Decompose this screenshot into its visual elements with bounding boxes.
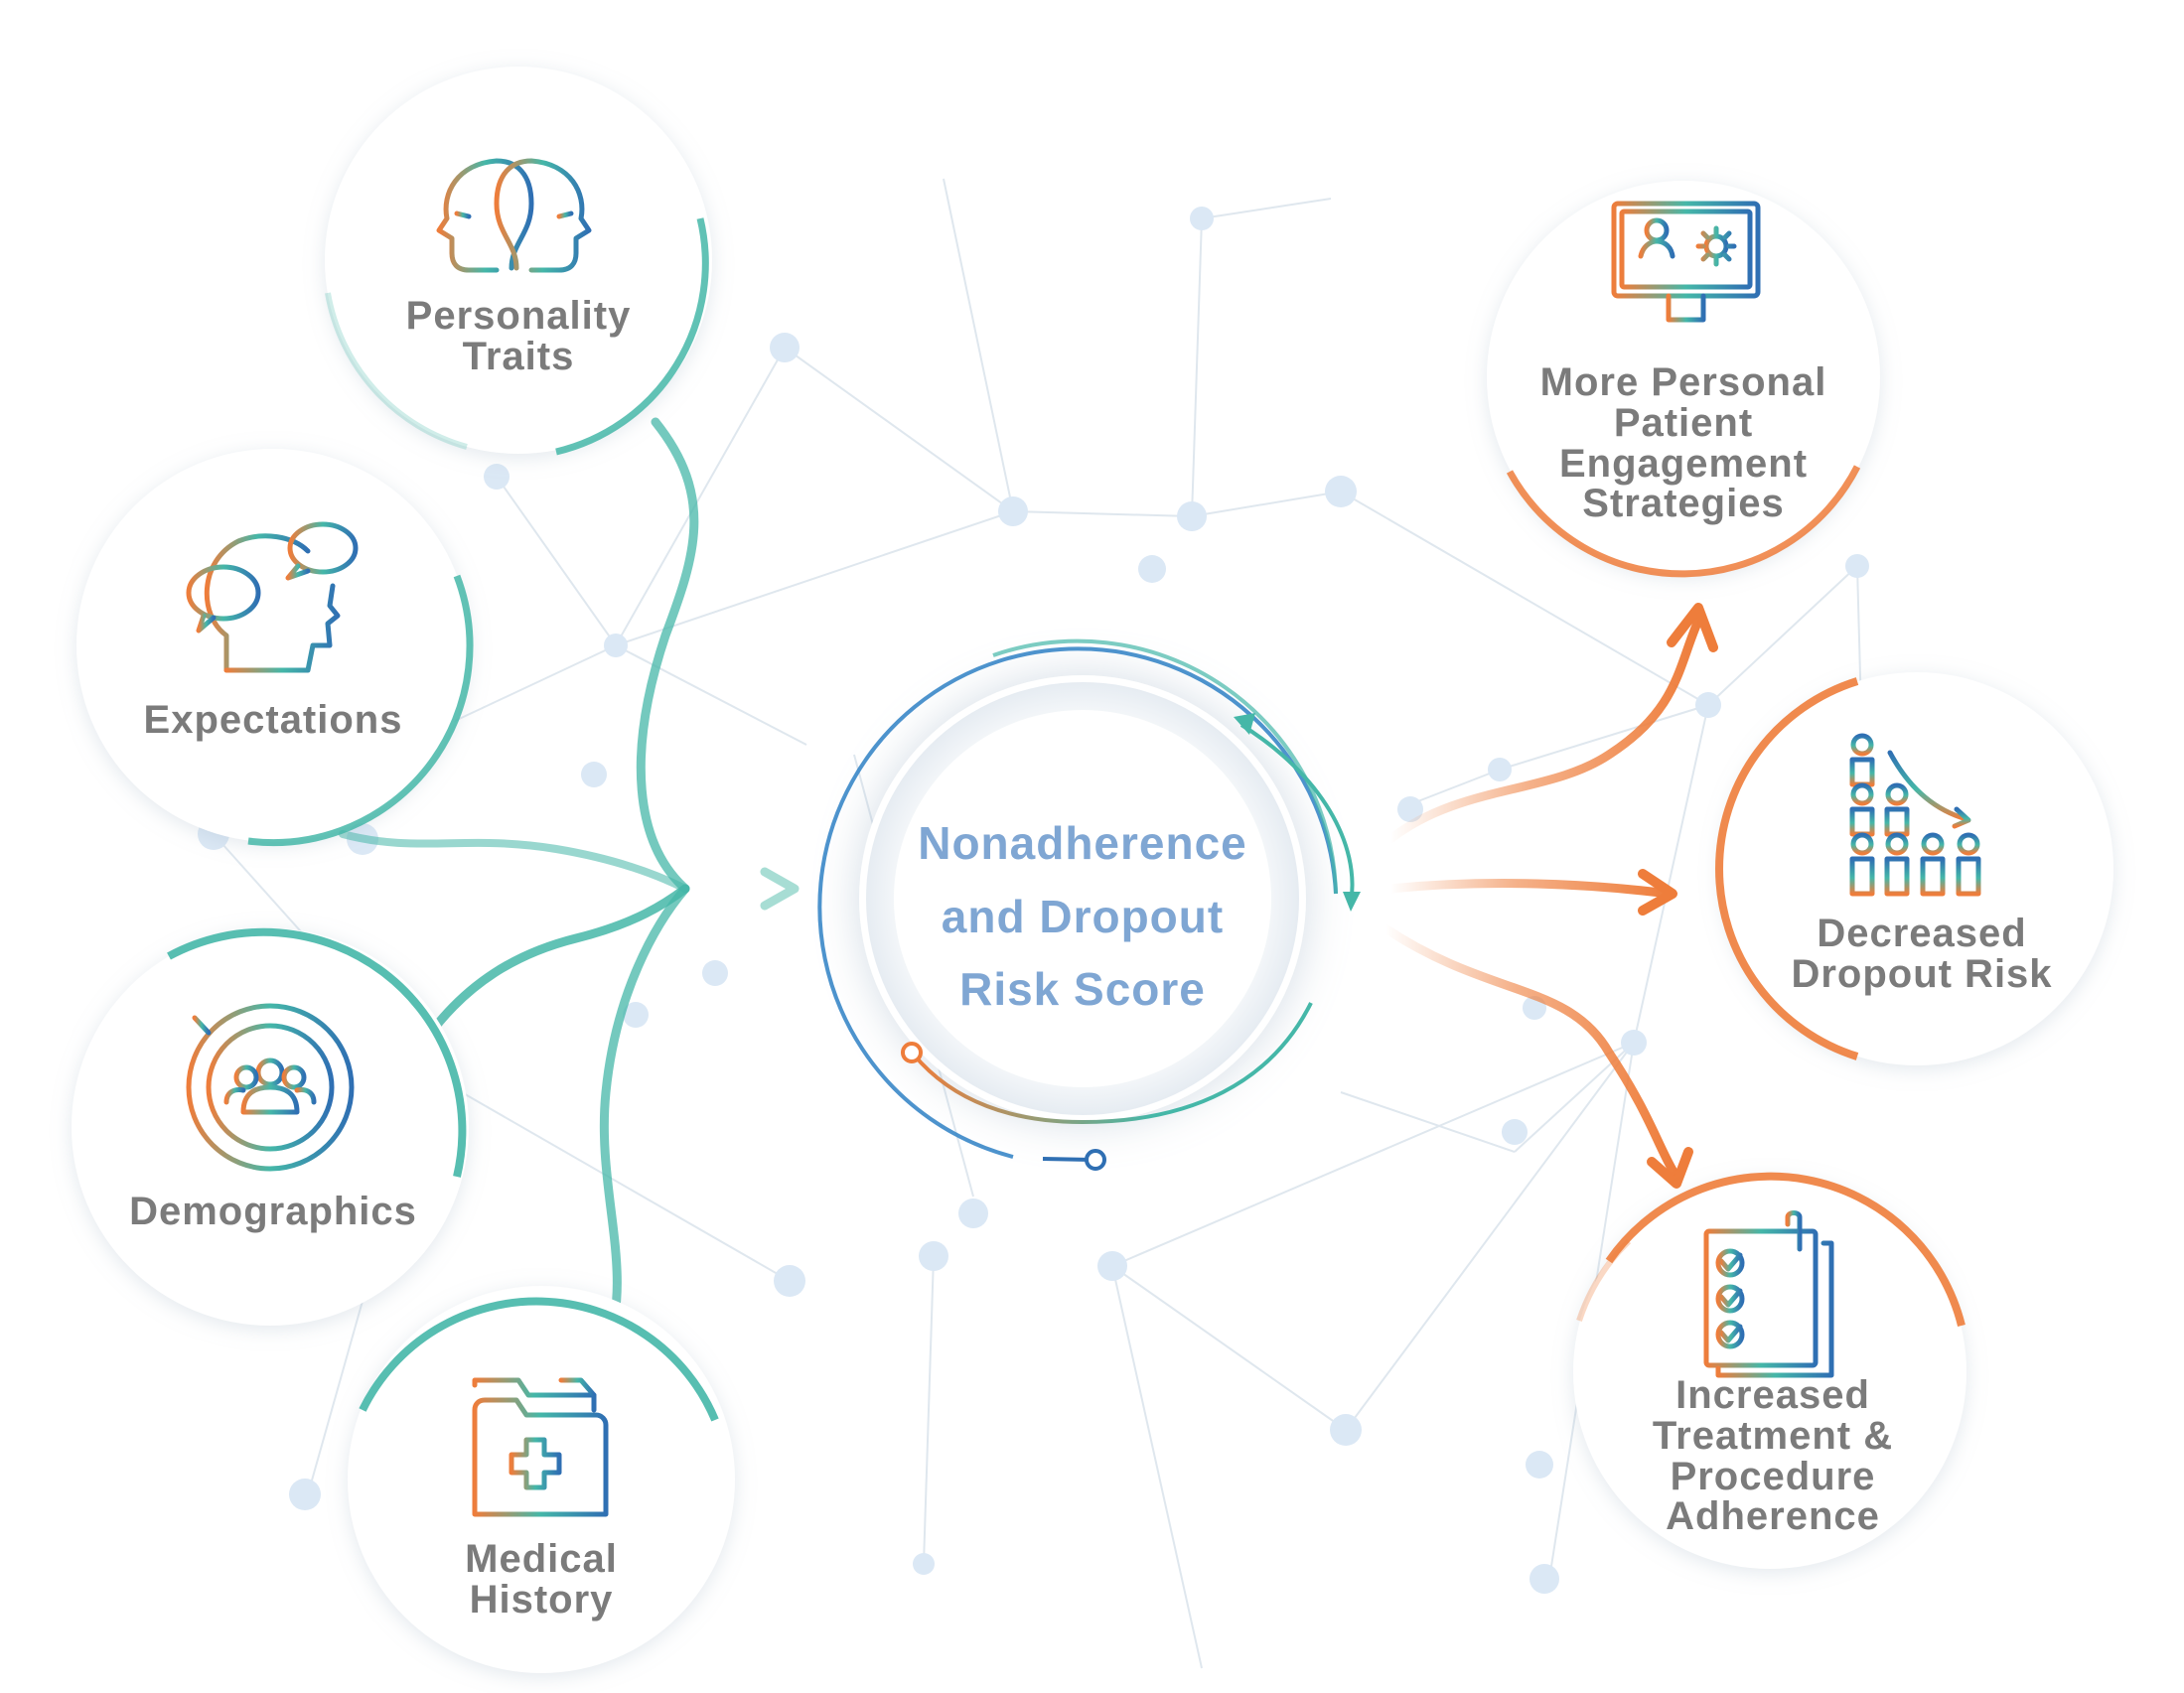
label-line: Adherence	[1666, 1494, 1880, 1539]
label-line: Demographics	[129, 1190, 417, 1233]
label-line: Treatment &	[1652, 1413, 1894, 1458]
input-node-expectations	[76, 449, 474, 847]
input-connectors	[339, 417, 800, 1355]
head-speech-bubbles-icon	[186, 521, 359, 673]
center-title-line: Risk Score	[959, 963, 1206, 1016]
label-line: Dropout Risk	[1791, 951, 2053, 996]
expectations-label: Expectations	[114, 700, 432, 741]
decreasing-people-icon	[1849, 733, 1981, 897]
label-line: Strategies	[1582, 482, 1785, 526]
demographics-label: Demographics	[109, 1192, 437, 1232]
increased-adherence-label: Increased Treatment & Procedure Adherenc…	[1604, 1375, 1942, 1537]
medical-folder-icon	[472, 1377, 609, 1517]
center-title-line: Nonadherence	[918, 817, 1247, 869]
label-line: Patient	[1613, 400, 1754, 445]
label-line: Personality	[405, 294, 632, 338]
label-line: Procedure	[1670, 1454, 1876, 1498]
input-node-medical-history	[348, 1286, 735, 1673]
output-node-adherence	[1573, 1172, 1966, 1569]
people-target-icon	[186, 1003, 355, 1172]
label-line: Traits	[462, 334, 575, 378]
label-line: Medical	[465, 1537, 618, 1581]
output-node-engagement	[1487, 181, 1880, 578]
checklist-icon	[1703, 1210, 1834, 1378]
decreased-dropout-risk-label: Decreased Dropout Risk	[1753, 914, 2091, 995]
center-title-line: and Dropout	[941, 890, 1225, 942]
engagement-strategies-label: More Personal Patient Engagement Strateg…	[1515, 362, 1852, 524]
label-line: History	[469, 1577, 614, 1622]
input-node-personality-traits	[325, 67, 712, 456]
label-line: Expectations	[143, 698, 403, 742]
medical-history-label: Medical History	[382, 1539, 700, 1621]
output-connectors	[1381, 603, 1718, 1189]
personality-traits-label: Personality Traits	[360, 296, 677, 377]
label-line: More Personal	[1539, 360, 1827, 404]
center-title: Nonadherence and Dropout Risk Score	[884, 807, 1281, 1027]
input-node-demographics	[72, 927, 469, 1326]
label-line: Increased	[1675, 1373, 1870, 1417]
center-node	[817, 638, 1361, 1171]
label-line: Engagement	[1558, 441, 1809, 486]
label-line: Decreased	[1817, 912, 2027, 955]
output-node-dropout	[1715, 672, 2113, 1065]
two-faces-icon	[436, 158, 592, 273]
monitor-profile-gear-icon	[1611, 201, 1761, 331]
